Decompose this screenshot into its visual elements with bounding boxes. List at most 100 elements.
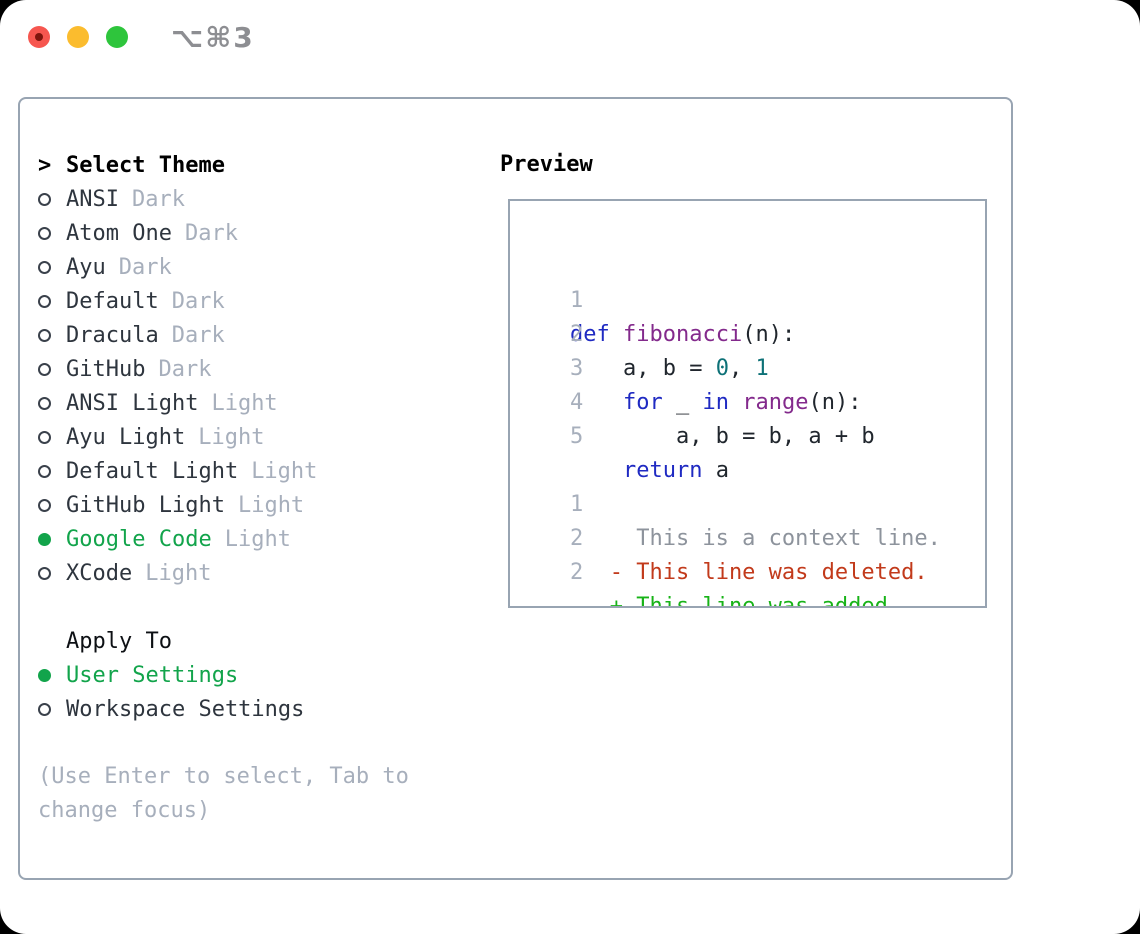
option-label: GitHub	[66, 356, 146, 382]
close-button[interactable]	[28, 26, 50, 48]
apply-to-list: User Settings Workspace Settings	[38, 658, 490, 726]
radio-icon	[38, 668, 51, 682]
radio-slot	[38, 294, 66, 308]
preview-title: Preview	[500, 152, 593, 177]
preview-line: 1 This is a context line.	[517, 454, 985, 551]
apply-to-header: Apply To	[38, 624, 490, 658]
radio-slot	[38, 396, 66, 410]
radio-icon	[38, 702, 51, 716]
radio-icon	[38, 328, 51, 342]
option-label: Ayu Light	[66, 424, 186, 450]
radio-slot	[38, 260, 66, 274]
line-content: def fibonacci(n):	[569, 322, 796, 347]
radio-slot	[38, 430, 66, 444]
option-label: XCode	[66, 560, 133, 586]
option-variant-label: Dark	[184, 220, 238, 246]
line-number: 1	[569, 492, 584, 517]
option-label: Default	[66, 288, 159, 314]
theme-option[interactable]: XCode Light	[38, 556, 490, 590]
theme-option[interactable]: GitHub Dark	[38, 352, 490, 386]
theme-option[interactable]: ANSI Dark	[38, 182, 490, 216]
radio-slot	[38, 702, 66, 716]
radio-icon	[38, 464, 51, 478]
option-label: ANSI Light	[66, 390, 199, 416]
selection-prompt: >	[38, 152, 52, 178]
minimize-button[interactable]	[67, 26, 89, 48]
help-text: (Use Enter to select, Tab to change focu…	[38, 764, 409, 823]
radio-icon	[38, 498, 51, 512]
line-number: 5	[569, 424, 584, 449]
option-label: User Settings	[66, 662, 239, 688]
option-variant-label: Light	[251, 458, 318, 484]
theme-option[interactable]: Ayu Dark	[38, 250, 490, 284]
option-label: Ayu	[66, 254, 106, 280]
radio-slot	[38, 668, 66, 682]
preview-line: 4 a, b = b, a + b	[517, 352, 985, 449]
option-label: Workspace Settings	[66, 696, 305, 722]
radio-icon	[38, 260, 51, 274]
radio-icon	[38, 362, 51, 376]
radio-slot	[38, 226, 66, 240]
maximize-button[interactable]	[106, 26, 128, 48]
line-number: 2	[569, 526, 584, 551]
option-variant-label: Dark	[171, 322, 225, 348]
theme-option[interactable]: Dracula Dark	[38, 318, 490, 352]
option-label: Default Light	[66, 458, 239, 484]
radio-icon	[38, 396, 51, 410]
radio-slot	[38, 566, 66, 580]
apply-to-option[interactable]: User Settings	[38, 658, 490, 692]
option-variant-label: Light	[198, 424, 265, 450]
apply-to-label: Apply To	[66, 628, 172, 654]
radio-icon	[38, 566, 51, 580]
select-theme-header: > Select Theme	[38, 148, 490, 182]
theme-option[interactable]: Atom One Dark	[38, 216, 490, 250]
spacer	[38, 590, 490, 624]
line-number: 3	[569, 356, 584, 381]
line-number: 1	[569, 288, 584, 313]
radio-icon	[38, 294, 51, 308]
preview-line: 2 - This line was deleted.	[517, 488, 985, 585]
option-label: GitHub Light	[66, 492, 225, 518]
titlebar: ⌥⌘3	[0, 0, 1140, 74]
select-theme-title: Select Theme	[66, 152, 225, 178]
radio-slot	[38, 532, 66, 546]
line-content: + This line was added.	[609, 594, 902, 608]
option-label: Atom One	[66, 220, 172, 246]
theme-option[interactable]: ANSI Light Light	[38, 386, 490, 420]
option-variant-label: Dark	[118, 254, 172, 280]
option-variant-label: Light	[237, 492, 305, 518]
theme-option[interactable]: Google Code Light	[38, 522, 490, 556]
theme-option[interactable]: GitHub Light Light	[38, 488, 490, 522]
line-number: 2	[569, 560, 584, 585]
preview-line: 5 return a	[517, 386, 985, 483]
preview-line: 2 a, b = 0, 1	[517, 284, 985, 381]
radio-slot	[38, 192, 66, 206]
theme-option[interactable]: Ayu Light Light	[38, 420, 490, 454]
option-label: Google Code	[66, 526, 212, 552]
option-variant-label: Light	[224, 526, 291, 552]
radio-slot	[38, 328, 66, 342]
radio-icon	[38, 430, 51, 444]
preview-pane: 1 def fibonacci(n): 2 a, b = 0, 1 3 for …	[508, 199, 987, 608]
option-variant-label: Dark	[131, 186, 185, 212]
radio-icon	[38, 226, 51, 240]
line-content: return a	[622, 458, 729, 483]
line-content: for _ in range(n):	[622, 390, 862, 415]
radio-icon	[38, 532, 51, 546]
option-label: ANSI	[66, 186, 119, 212]
option-variant-label: Dark	[171, 288, 225, 314]
theme-option[interactable]: Default Dark	[38, 284, 490, 318]
preview-line: 3 for _ in range(n):	[517, 318, 985, 415]
line-content: a, b = 0, 1	[569, 356, 769, 381]
theme-option[interactable]: Default Light Light	[38, 454, 490, 488]
line-number: 2	[569, 322, 584, 347]
close-button-dot-icon	[35, 33, 43, 41]
line-content: a, b = b, a + b	[569, 424, 875, 449]
radio-slot	[38, 498, 66, 512]
apply-to-option[interactable]: Workspace Settings	[38, 692, 490, 726]
radio-slot	[38, 464, 66, 478]
theme-picker-panel: > Select Theme ANSI Dark Atom One Dark A…	[18, 97, 1013, 880]
radio-slot	[38, 362, 66, 376]
radio-icon	[38, 192, 51, 206]
